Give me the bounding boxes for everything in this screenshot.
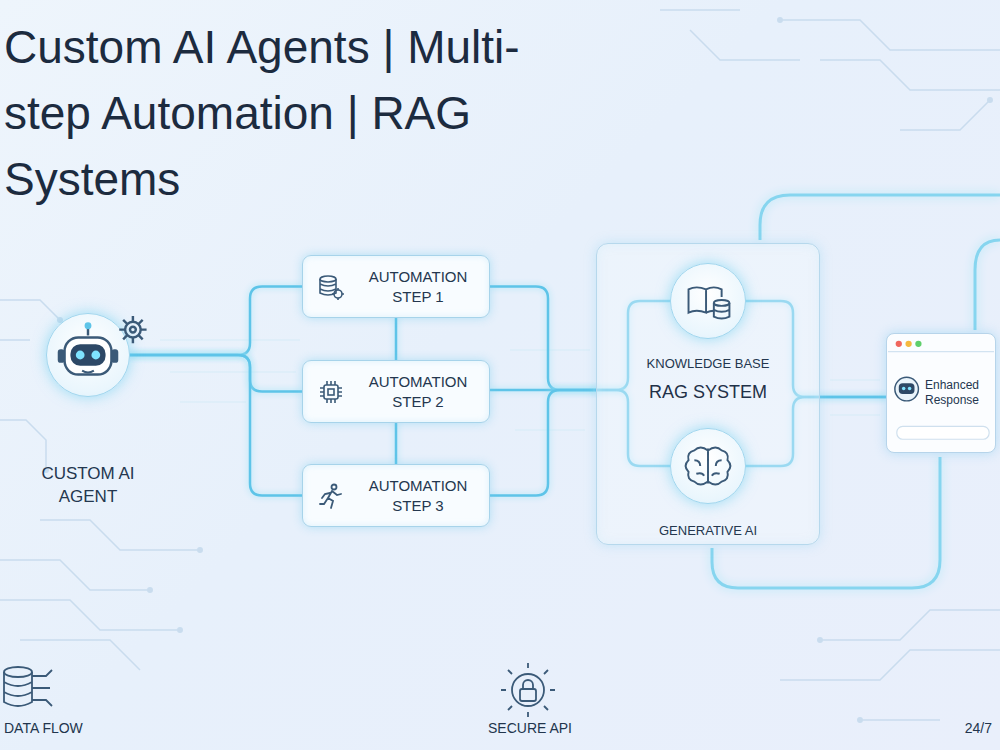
art-path xyxy=(780,20,1000,130)
art-rect xyxy=(58,349,65,363)
art-circle xyxy=(334,290,342,298)
art-circle xyxy=(197,547,203,553)
art-circle xyxy=(908,387,912,391)
art-g xyxy=(119,316,146,343)
art-rect xyxy=(324,385,338,399)
art-path xyxy=(332,288,344,300)
art-ellipse xyxy=(320,276,336,282)
art-circle xyxy=(332,484,337,489)
footer-label: DATA FLOW xyxy=(4,720,83,736)
art-path xyxy=(975,240,1000,330)
node-label: AUTOMATION STEP 1 xyxy=(359,267,477,307)
brain-icon xyxy=(671,429,745,503)
node-label: AUTOMATION STEP 3 xyxy=(359,476,477,516)
art-rect xyxy=(897,426,989,439)
flow-connector xyxy=(490,287,596,391)
art-path xyxy=(714,303,730,319)
art-circle xyxy=(817,637,823,643)
art-path xyxy=(660,10,800,60)
flow-connector xyxy=(130,355,302,496)
art-ellipse xyxy=(4,667,32,677)
art-g xyxy=(0,10,1000,720)
db-icon xyxy=(317,273,345,301)
art-circle xyxy=(177,627,183,633)
art-circle xyxy=(130,327,136,333)
icon-node: GENERATIVE AI xyxy=(670,428,746,504)
flow-connector xyxy=(395,423,398,464)
node-label: Enhanced Response xyxy=(925,378,991,408)
art-circle xyxy=(857,717,863,723)
system-panel: RAG SYSTEM KNOWLEDGE BASE GENERATIVE AI xyxy=(596,243,820,545)
icon-node: CUSTOM AI AGENT xyxy=(46,313,130,397)
footer-label: SECURE API xyxy=(470,720,590,736)
art-path xyxy=(119,316,146,343)
run-icon xyxy=(317,482,345,510)
art-circle xyxy=(915,341,921,347)
output-window: Enhanced Response xyxy=(886,333,996,453)
flow-connector xyxy=(395,318,398,360)
art-circle xyxy=(896,341,902,347)
art-rect xyxy=(899,383,915,394)
node-label: CUSTOM AI AGENT xyxy=(28,462,148,508)
art-circle xyxy=(905,341,911,347)
art-path xyxy=(82,371,94,373)
chip-icon xyxy=(317,378,345,406)
art-path xyxy=(4,672,32,706)
icon-node: KNOWLEDGE BASE xyxy=(670,263,746,339)
process-box: AUTOMATION STEP 3 xyxy=(302,464,490,527)
art-circle xyxy=(76,351,85,360)
art-path xyxy=(32,670,52,706)
node-label: GENERATIVE AI xyxy=(623,521,793,540)
art-path xyxy=(320,491,341,508)
art-rect xyxy=(328,389,334,395)
flow-connector xyxy=(130,355,302,392)
art-path xyxy=(686,448,731,485)
diagram-title: Custom AI Agents | Multi-step Automation… xyxy=(4,14,564,212)
art-circle xyxy=(512,674,544,706)
art-path xyxy=(501,663,555,717)
art-circle xyxy=(125,322,141,338)
art-path xyxy=(780,610,1000,720)
art-circle xyxy=(85,322,92,329)
node-label: AUTOMATION STEP 2 xyxy=(359,372,477,412)
art-rect xyxy=(70,344,105,365)
art-path xyxy=(888,351,994,352)
art-ellipse xyxy=(714,300,730,306)
book-icon xyxy=(671,264,745,338)
flow-connector xyxy=(130,287,302,356)
art-rect xyxy=(111,349,118,363)
process-box: AUTOMATION STEP 1 xyxy=(302,255,490,318)
art-path xyxy=(0,520,200,670)
art-g xyxy=(4,663,555,717)
art-circle xyxy=(147,587,153,593)
art-path xyxy=(320,381,342,403)
art-path xyxy=(694,460,721,476)
art-circle xyxy=(777,17,783,23)
footer-label: 24/7 xyxy=(900,720,992,736)
art-path xyxy=(0,300,60,470)
art-circle xyxy=(895,377,919,401)
flow-connector xyxy=(490,390,596,496)
art-path xyxy=(523,680,533,689)
art-path xyxy=(760,195,1000,240)
node-label: RAG SYSTEM xyxy=(597,381,819,403)
art-circle xyxy=(987,97,993,103)
art-rect xyxy=(65,337,112,374)
node-label: KNOWLEDGE BASE xyxy=(623,354,793,373)
art-rect xyxy=(520,689,536,701)
robot-icon xyxy=(47,314,129,396)
process-box: AUTOMATION STEP 2 xyxy=(302,360,490,423)
art-circle xyxy=(91,351,100,360)
art-circle xyxy=(902,387,906,391)
